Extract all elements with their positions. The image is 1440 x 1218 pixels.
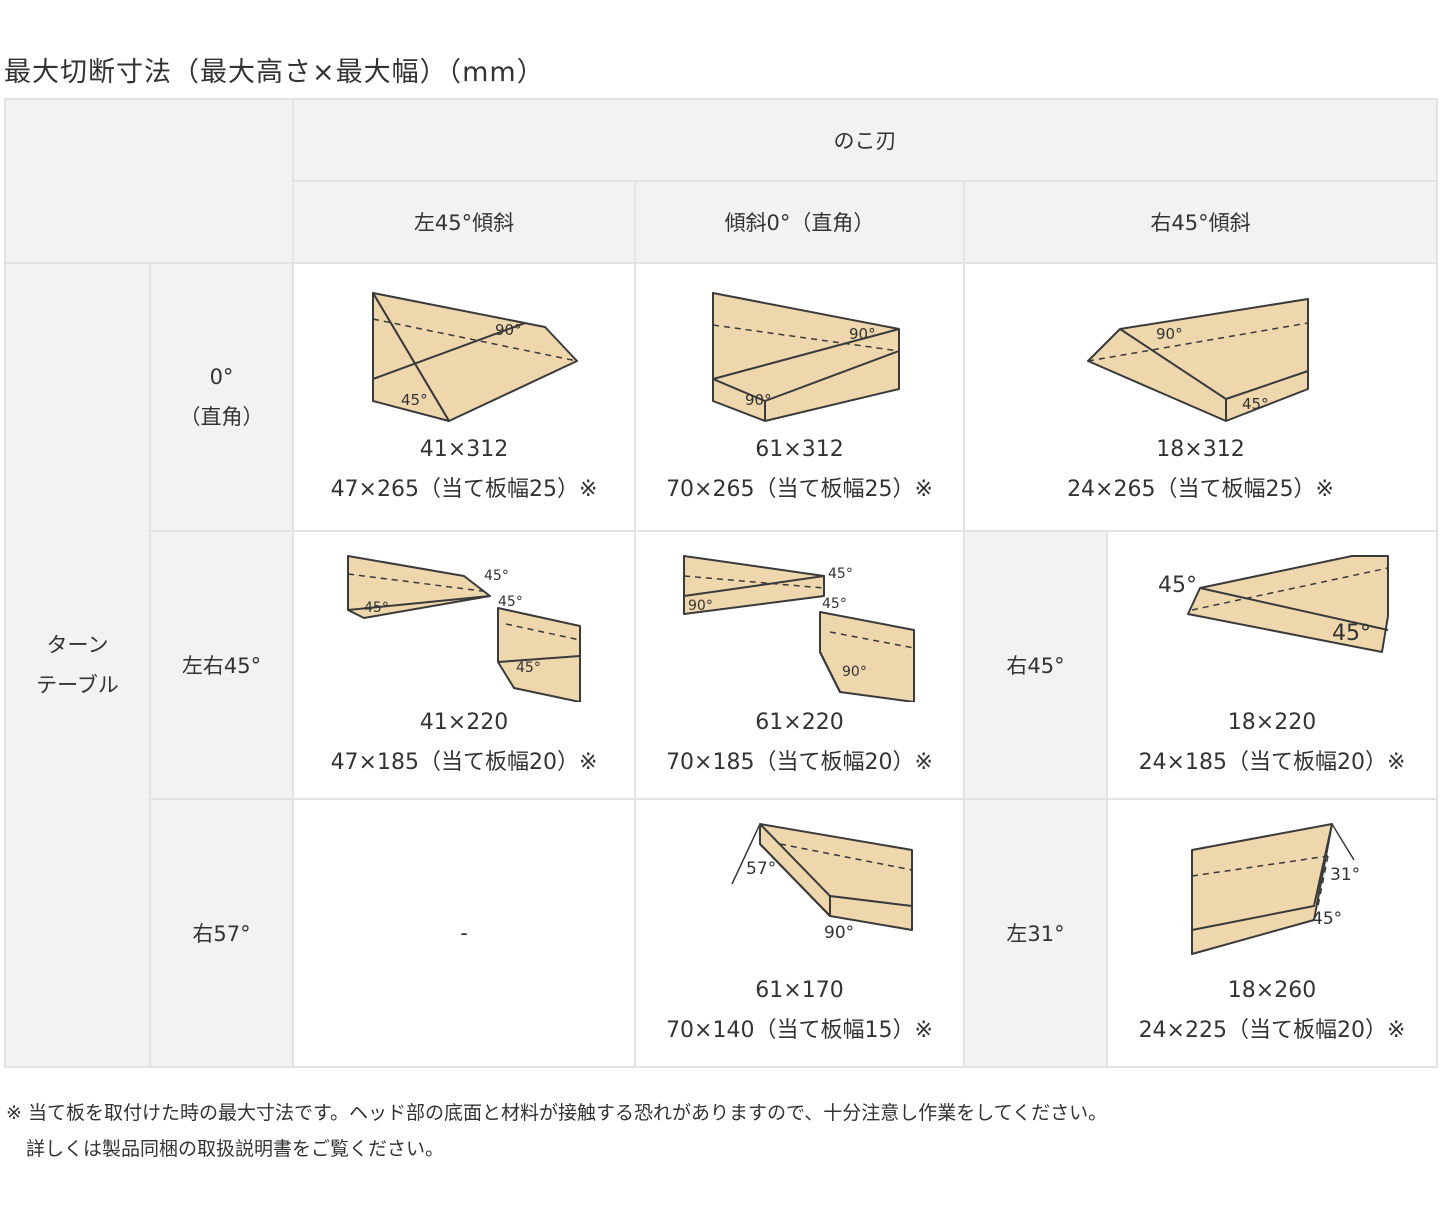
compound-cut-diagram: 45° 45° <box>1158 555 1389 653</box>
max-dimension-with-board: 24×185（当て板幅20）※ <box>1138 750 1406 775</box>
cell-right57-right45: 31° 45° 18×260 24×225（当て板幅20）※ <box>1106 798 1438 1068</box>
cutting-dimensions-table: のこ刃 左45°傾斜 傾斜0°（直角） 右45°傾斜 ターン テーブル 0° （… <box>4 98 1438 1068</box>
angle-label: 90° <box>824 923 854 943</box>
compound-cut-diagram: 45° 45° 45° 45° <box>347 555 581 702</box>
miter-cut-diagram: 90° 45° 45° 90° <box>682 555 915 702</box>
angle-label: 90° <box>1156 325 1183 343</box>
angle-label: 45° <box>1242 395 1269 413</box>
cell-0deg-tilt0: 90° 90° 61×312 70×265（当て板幅25）※ <box>634 262 965 532</box>
page-title: 最大切断寸法（最大高さ×最大幅）（mm） <box>4 57 545 88</box>
sublabel-right45: 右45° <box>963 530 1108 800</box>
footnote-line2: 詳しくは製品同梱の取扱説明書をご覧ください。 <box>26 1138 445 1160</box>
max-dimension: 61×170 <box>755 978 844 1003</box>
angle-label: 45° <box>1158 573 1197 598</box>
max-dimension-with-board: 70×185（当て板幅20）※ <box>666 750 933 775</box>
cell-0deg-left45: 90° 45° 41×312 47×265（当て板幅25）※ <box>292 262 636 532</box>
miter-cut-diagram: 57° 90° <box>730 823 913 943</box>
max-dimension-with-board: 24×265（当て板幅25）※ <box>1067 477 1334 502</box>
angle-label: 45° <box>516 660 541 676</box>
max-dimension: 18×312 <box>1156 437 1245 462</box>
max-dimension-with-board: 47×265（当て板幅25）※ <box>330 477 598 502</box>
max-dimension: 18×220 <box>1227 710 1317 735</box>
max-dimension-with-board: 70×140（当て板幅15）※ <box>666 1018 933 1043</box>
angle-label: 57° <box>746 859 776 879</box>
footnote-line1: ※ 当て板を取付けた時の最大寸法です。ヘッド部の底面と材料が接触する恐れがありま… <box>6 1102 1108 1124</box>
sublabel-left31: 左31° <box>963 798 1108 1068</box>
cell-lr45-tilt0: 90° 45° 45° 90° 61×220 70×185（当て板幅20）※ <box>634 530 965 800</box>
turntable-label-line1: ターン <box>46 633 109 657</box>
angle-label: 90° <box>688 598 713 614</box>
max-dimension-with-board: 47×185（当て板幅20）※ <box>330 750 598 775</box>
footnote: ※ 当て板を取付けた時の最大寸法です。ヘッド部の底面と材料が接触する恐れがありま… <box>6 1095 1107 1167</box>
angle-label: 45° <box>828 566 853 582</box>
col-header-tilt0: 傾斜0°（直角） <box>634 180 965 264</box>
straight-cut-diagram: 90° 90° <box>711 292 900 422</box>
max-dimension: 41×220 <box>419 710 509 735</box>
max-dimension: 61×312 <box>755 437 844 462</box>
max-dimension: 18×260 <box>1227 978 1317 1003</box>
cell-right57-left45: - <box>292 798 636 1068</box>
angle-label: 45° <box>822 596 847 612</box>
angle-label: 45° <box>1332 621 1371 646</box>
row-label-0deg: 0° （直角） <box>149 262 294 532</box>
angle-label: 45° <box>484 568 509 584</box>
angle-label: 45° <box>401 391 428 409</box>
angle-label: 90° <box>495 321 522 339</box>
angle-label: 90° <box>745 391 772 409</box>
angle-label: 90° <box>849 325 876 343</box>
angle-label: 45° <box>1312 909 1342 929</box>
max-dimension: 61×220 <box>755 710 844 735</box>
turntable-label-line2: テーブル <box>36 673 119 697</box>
row-label-right57: 右57° <box>149 798 294 1068</box>
angle-label: 45° <box>498 594 523 610</box>
max-dimension: 41×312 <box>419 437 509 462</box>
turntable-label: ターン テーブル <box>4 262 151 1068</box>
compound-cut-diagram: 31° 45° <box>1191 823 1360 955</box>
bevel-cut-diagram: 90° 45° <box>1086 298 1309 422</box>
bevel-cut-diagram: 90° 45° <box>372 292 578 422</box>
row-label-lr45: 左右45° <box>149 530 294 800</box>
row-label-lr45-text: 左右45° <box>181 654 262 678</box>
cell-lr45-right45: 45° 45° 18×220 24×185（当て板幅20）※ <box>1106 530 1438 800</box>
not-applicable: - <box>460 921 468 945</box>
col-header-right45: 右45°傾斜 <box>963 180 1438 264</box>
angle-label: 90° <box>842 664 867 680</box>
row-label-0deg-line1: 0° <box>209 365 234 389</box>
angle-label: 31° <box>1330 865 1360 885</box>
col-header-left45: 左45°傾斜 <box>292 180 636 264</box>
angle-label: 45° <box>364 600 389 616</box>
cell-0deg-right45: 90° 45° 18×312 24×265（当て板幅25）※ <box>963 262 1438 532</box>
cell-right57-tilt0: 57° 90° 61×170 70×140（当て板幅15）※ <box>634 798 965 1068</box>
row-label-0deg-line2: （直角） <box>179 405 264 429</box>
saw-blade-header: のこ刃 <box>292 98 1438 182</box>
max-dimension-with-board: 70×265（当て板幅25）※ <box>666 477 933 502</box>
cell-lr45-left45: 45° 45° 45° 45° 41×220 47×185（当て板幅20）※ <box>292 530 636 800</box>
row-label-right57-text: 右57° <box>192 922 251 946</box>
corner-cell <box>4 98 294 264</box>
max-dimension-with-board: 24×225（当て板幅20）※ <box>1138 1018 1406 1043</box>
